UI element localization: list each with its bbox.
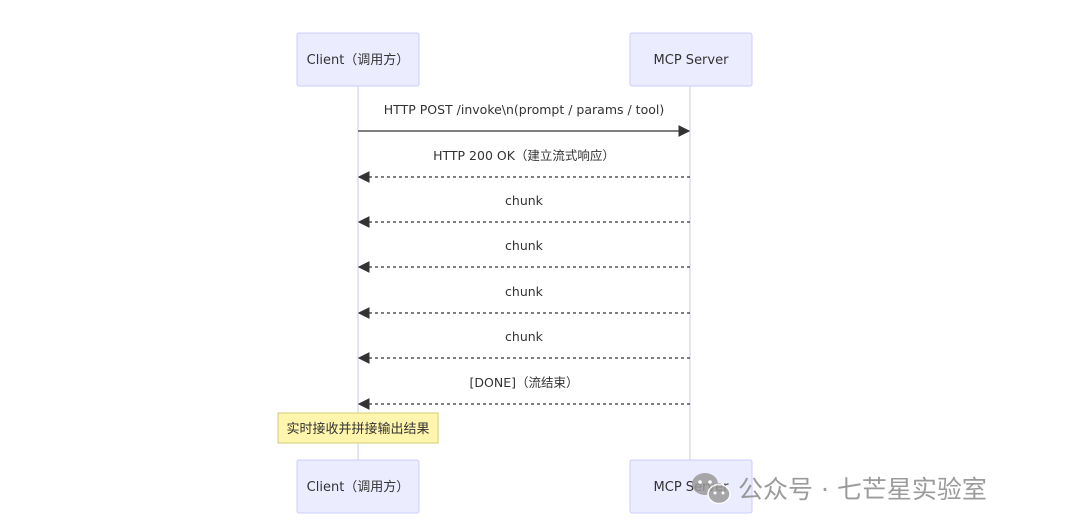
message-4: chunk — [357, 238, 690, 273]
message-5-label: chunk — [505, 284, 544, 299]
server-actor-top-label: MCP Server — [654, 53, 730, 68]
message-1: HTTP POST /invoke\n(prompt / params / to… — [358, 102, 691, 137]
client-actor-top: Client（调用方） — [296, 32, 420, 87]
client-actor-top-label: Client（调用方） — [307, 52, 410, 68]
server-actor-top: MCP Server — [629, 32, 753, 87]
note-label: 实时接收并拼接输出结果 — [286, 421, 429, 437]
message-5: chunk — [357, 284, 690, 319]
message-7-label: [DONE]（流结束） — [470, 375, 579, 390]
client-actor-bottom: Client（调用方） — [296, 459, 420, 514]
message-3: chunk — [357, 193, 690, 228]
message-7: [DONE]（流结束） — [357, 375, 690, 410]
client-actor-bottom-label: Client（调用方） — [307, 479, 410, 495]
message-4-label: chunk — [505, 238, 544, 253]
message-3-label: chunk — [505, 193, 544, 208]
watermark: 公众号 · 七芒星实验室 — [692, 473, 987, 505]
message-2-label: HTTP 200 OK（建立流式响应） — [433, 148, 615, 163]
message-6: chunk — [357, 329, 690, 364]
watermark-text: 公众号 · 七芒星实验室 — [738, 475, 987, 504]
message-1-label: HTTP POST /invoke\n(prompt / params / to… — [384, 102, 664, 117]
note-over-client: 实时接收并拼接输出结果 — [277, 412, 439, 444]
message-2: HTTP 200 OK（建立流式响应） — [357, 148, 690, 183]
server-actor-bottom: MCP Server — [629, 459, 753, 514]
wechat-icon — [692, 473, 731, 505]
message-6-label: chunk — [505, 329, 544, 344]
